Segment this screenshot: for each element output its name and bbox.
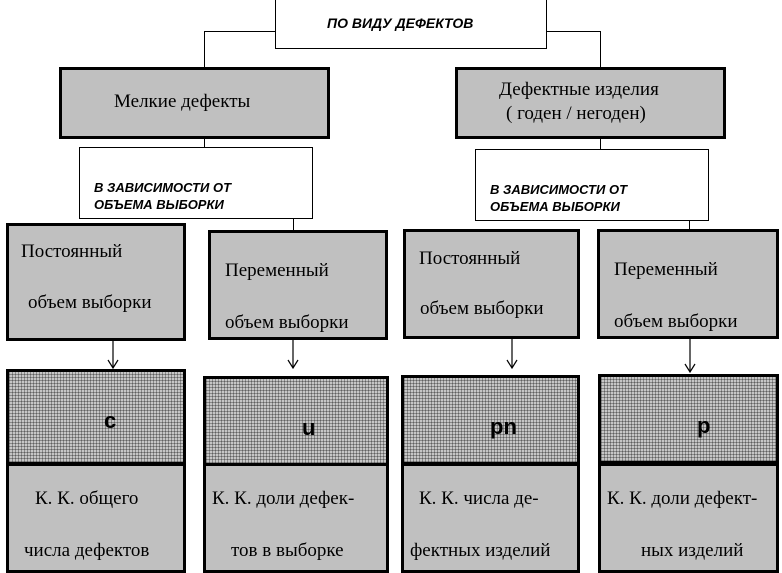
sample-type-line1: Постоянный: [21, 241, 123, 262]
connector-right-mid: [600, 137, 601, 151]
dependency-right-line2: ОБЪЕМА ВЫБОРКИ: [490, 199, 620, 214]
connector-left-dep: [293, 210, 294, 230]
sample-type-box: Постоянный объем выборки: [6, 223, 186, 341]
sample-type-box: Переменный объем выборки: [597, 229, 779, 339]
connector-left-drop: [204, 31, 205, 67]
chart-symbol: pn: [490, 414, 517, 439]
connector-right-drop: [600, 31, 601, 67]
chart-symbol-box: c: [6, 369, 186, 465]
description-box: К. К. общего числа дефектов: [6, 463, 186, 573]
defective-items-label: Дефектные изделия: [499, 79, 659, 100]
down-arrow-icon: [107, 341, 119, 370]
dependency-left-line2: ОБЪЕМА ВЫБОРКИ: [94, 197, 224, 212]
sample-type-box: Переменный объем выборки: [208, 230, 388, 340]
sample-type-line1: Постоянный: [419, 248, 521, 269]
small-defects-label: Мелкие дефекты: [114, 91, 251, 112]
sample-type-line2: объем выборки: [225, 312, 349, 333]
chart-symbol: c: [104, 408, 117, 433]
sample-type-line2: объем выборки: [28, 292, 152, 313]
small-defects-box: Мелкие дефекты: [59, 67, 330, 139]
sample-type-line2: объем выборки: [420, 298, 544, 319]
down-arrow-icon: [684, 339, 696, 374]
description-line1: К. К. доли дефек-: [212, 488, 355, 509]
chart-symbol-box: u: [203, 376, 389, 466]
description-line1: К. К. числа де-: [419, 488, 539, 509]
defect-type-box: ПО ВИДУ ДЕФЕКТОВ: [275, 0, 547, 49]
sample-type-line1: Переменный: [614, 259, 718, 280]
chart-symbol-box: pn: [401, 375, 580, 465]
description-line2: числа дефектов: [24, 540, 150, 561]
dependency-box-right: В ЗАВИСИМОСТИ ОТ ОБЪЕМА ВЫБОРКИ: [475, 149, 709, 221]
description-line2: фектных изделий: [410, 540, 551, 561]
down-arrow-icon: [287, 340, 299, 370]
defective-items-box: Дефектные изделия ( годен / негоден): [455, 67, 726, 139]
description-box: К. К. доли дефек- тов в выборке: [203, 463, 389, 573]
description-line2: тов в выборке: [231, 540, 344, 561]
description-line2: ных изделий: [641, 540, 744, 561]
down-arrow-icon: [506, 339, 518, 370]
chart-symbol-box: p: [598, 374, 779, 464]
description-line1: К. К. общего: [35, 488, 139, 509]
chart-symbol: p: [697, 413, 711, 438]
sample-type-line2: объем выборки: [614, 311, 738, 332]
description-box: К. К. числа де- фектных изделий: [401, 463, 580, 573]
dependency-left-line1: В ЗАВИСИМОСТИ ОТ: [94, 180, 232, 195]
dependency-box-left: В ЗАВИСИМОСТИ ОТ ОБЪЕМА ВЫБОРКИ: [79, 147, 313, 219]
description-line1: К. К. доли дефект-: [607, 488, 758, 509]
sample-type-box: Постоянный объем выборки: [403, 229, 580, 339]
sample-type-line1: Переменный: [225, 260, 329, 281]
description-box: К. К. доли дефект- ных изделий: [598, 463, 779, 573]
defective-items-sublabel: ( годен / негоден): [506, 103, 646, 124]
dependency-right-line1: В ЗАВИСИМОСТИ ОТ: [490, 182, 628, 197]
chart-symbol: u: [302, 415, 316, 440]
defect-type-label: ПО ВИДУ ДЕФЕКТОВ: [327, 15, 474, 31]
